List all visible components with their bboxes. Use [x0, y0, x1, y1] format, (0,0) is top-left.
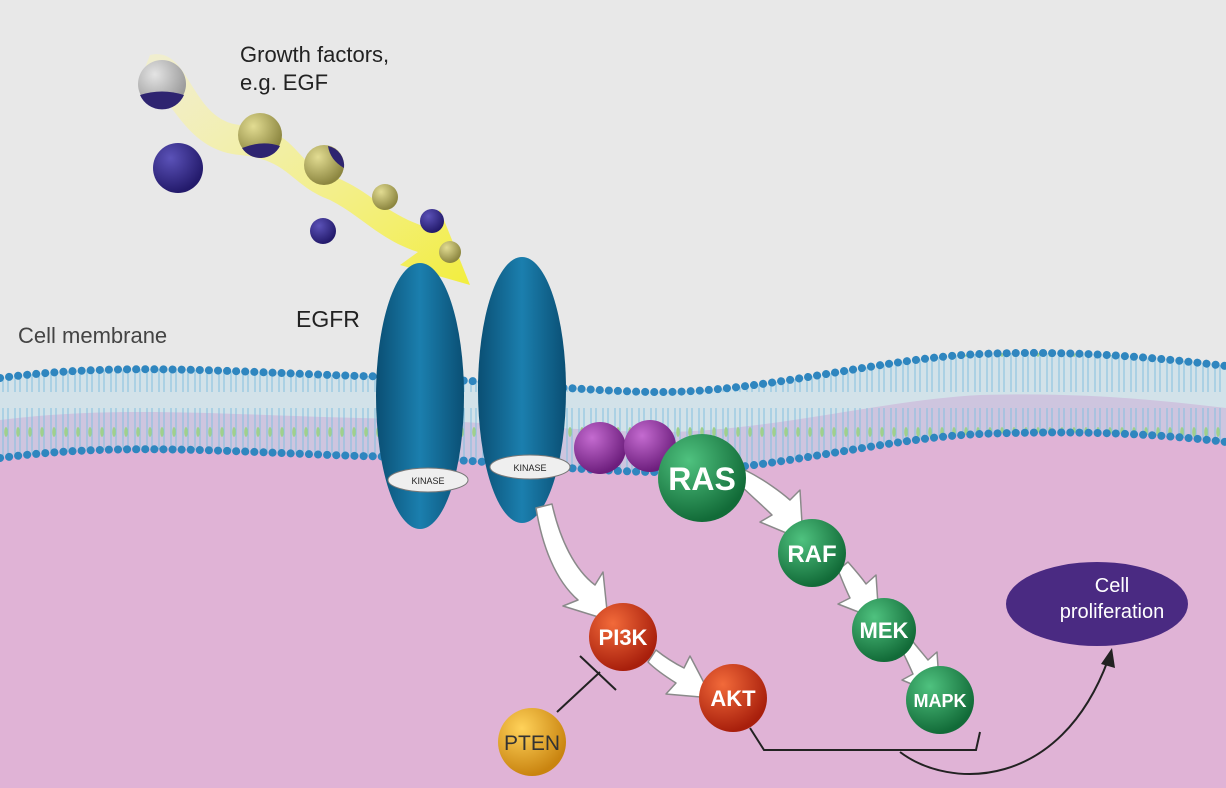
proliferation-arrowhead — [1101, 648, 1115, 668]
cell-membrane-label: Cell membrane — [18, 323, 167, 348]
node-raf: RAF — [778, 519, 846, 587]
growth-factors-label: Growth factors, — [240, 42, 389, 67]
egfr-receptor-right — [478, 257, 566, 523]
node-pi3k: PI3K — [589, 603, 657, 671]
kinase-domain-left: KINASE — [387, 467, 469, 493]
egfr-receptor-left — [376, 263, 464, 529]
arrow-pi3k-to-akt — [647, 649, 713, 699]
growth-factors-example: e.g. EGF — [240, 70, 328, 95]
node-mek: MEK — [852, 598, 916, 662]
cell-proliferation-outcome: Cell proliferation — [1006, 562, 1188, 646]
cell-membrane — [0, 348, 1226, 477]
node-akt: AKT — [699, 664, 767, 732]
pi3k-label: PI3K — [599, 625, 648, 650]
arrow-ras-to-raf — [734, 469, 804, 541]
outcome-line1: Cell — [1095, 575, 1129, 597]
convergence-connector — [749, 659, 1109, 775]
akt-label: AKT — [710, 686, 756, 711]
ras-label: RAS — [668, 461, 736, 497]
growth-factor-ligands — [138, 60, 461, 263]
raf-label: RAF — [787, 541, 836, 568]
node-pten: PTEN — [498, 708, 566, 776]
pten-label: PTEN — [504, 732, 560, 755]
outcome-line2: proliferation — [1060, 601, 1165, 623]
kinase-left-label: KINASE — [411, 476, 444, 486]
node-mapk: MAPK — [906, 666, 974, 734]
kinase-domain-right: KINASE — [489, 454, 571, 480]
mek-label: MEK — [860, 618, 909, 643]
egfr-label: EGFR — [296, 306, 360, 332]
mapk-label: MAPK — [914, 691, 967, 711]
node-ras: RAS — [658, 434, 746, 522]
pten-inhibition — [556, 655, 617, 713]
kinase-right-label: KINASE — [513, 463, 546, 473]
